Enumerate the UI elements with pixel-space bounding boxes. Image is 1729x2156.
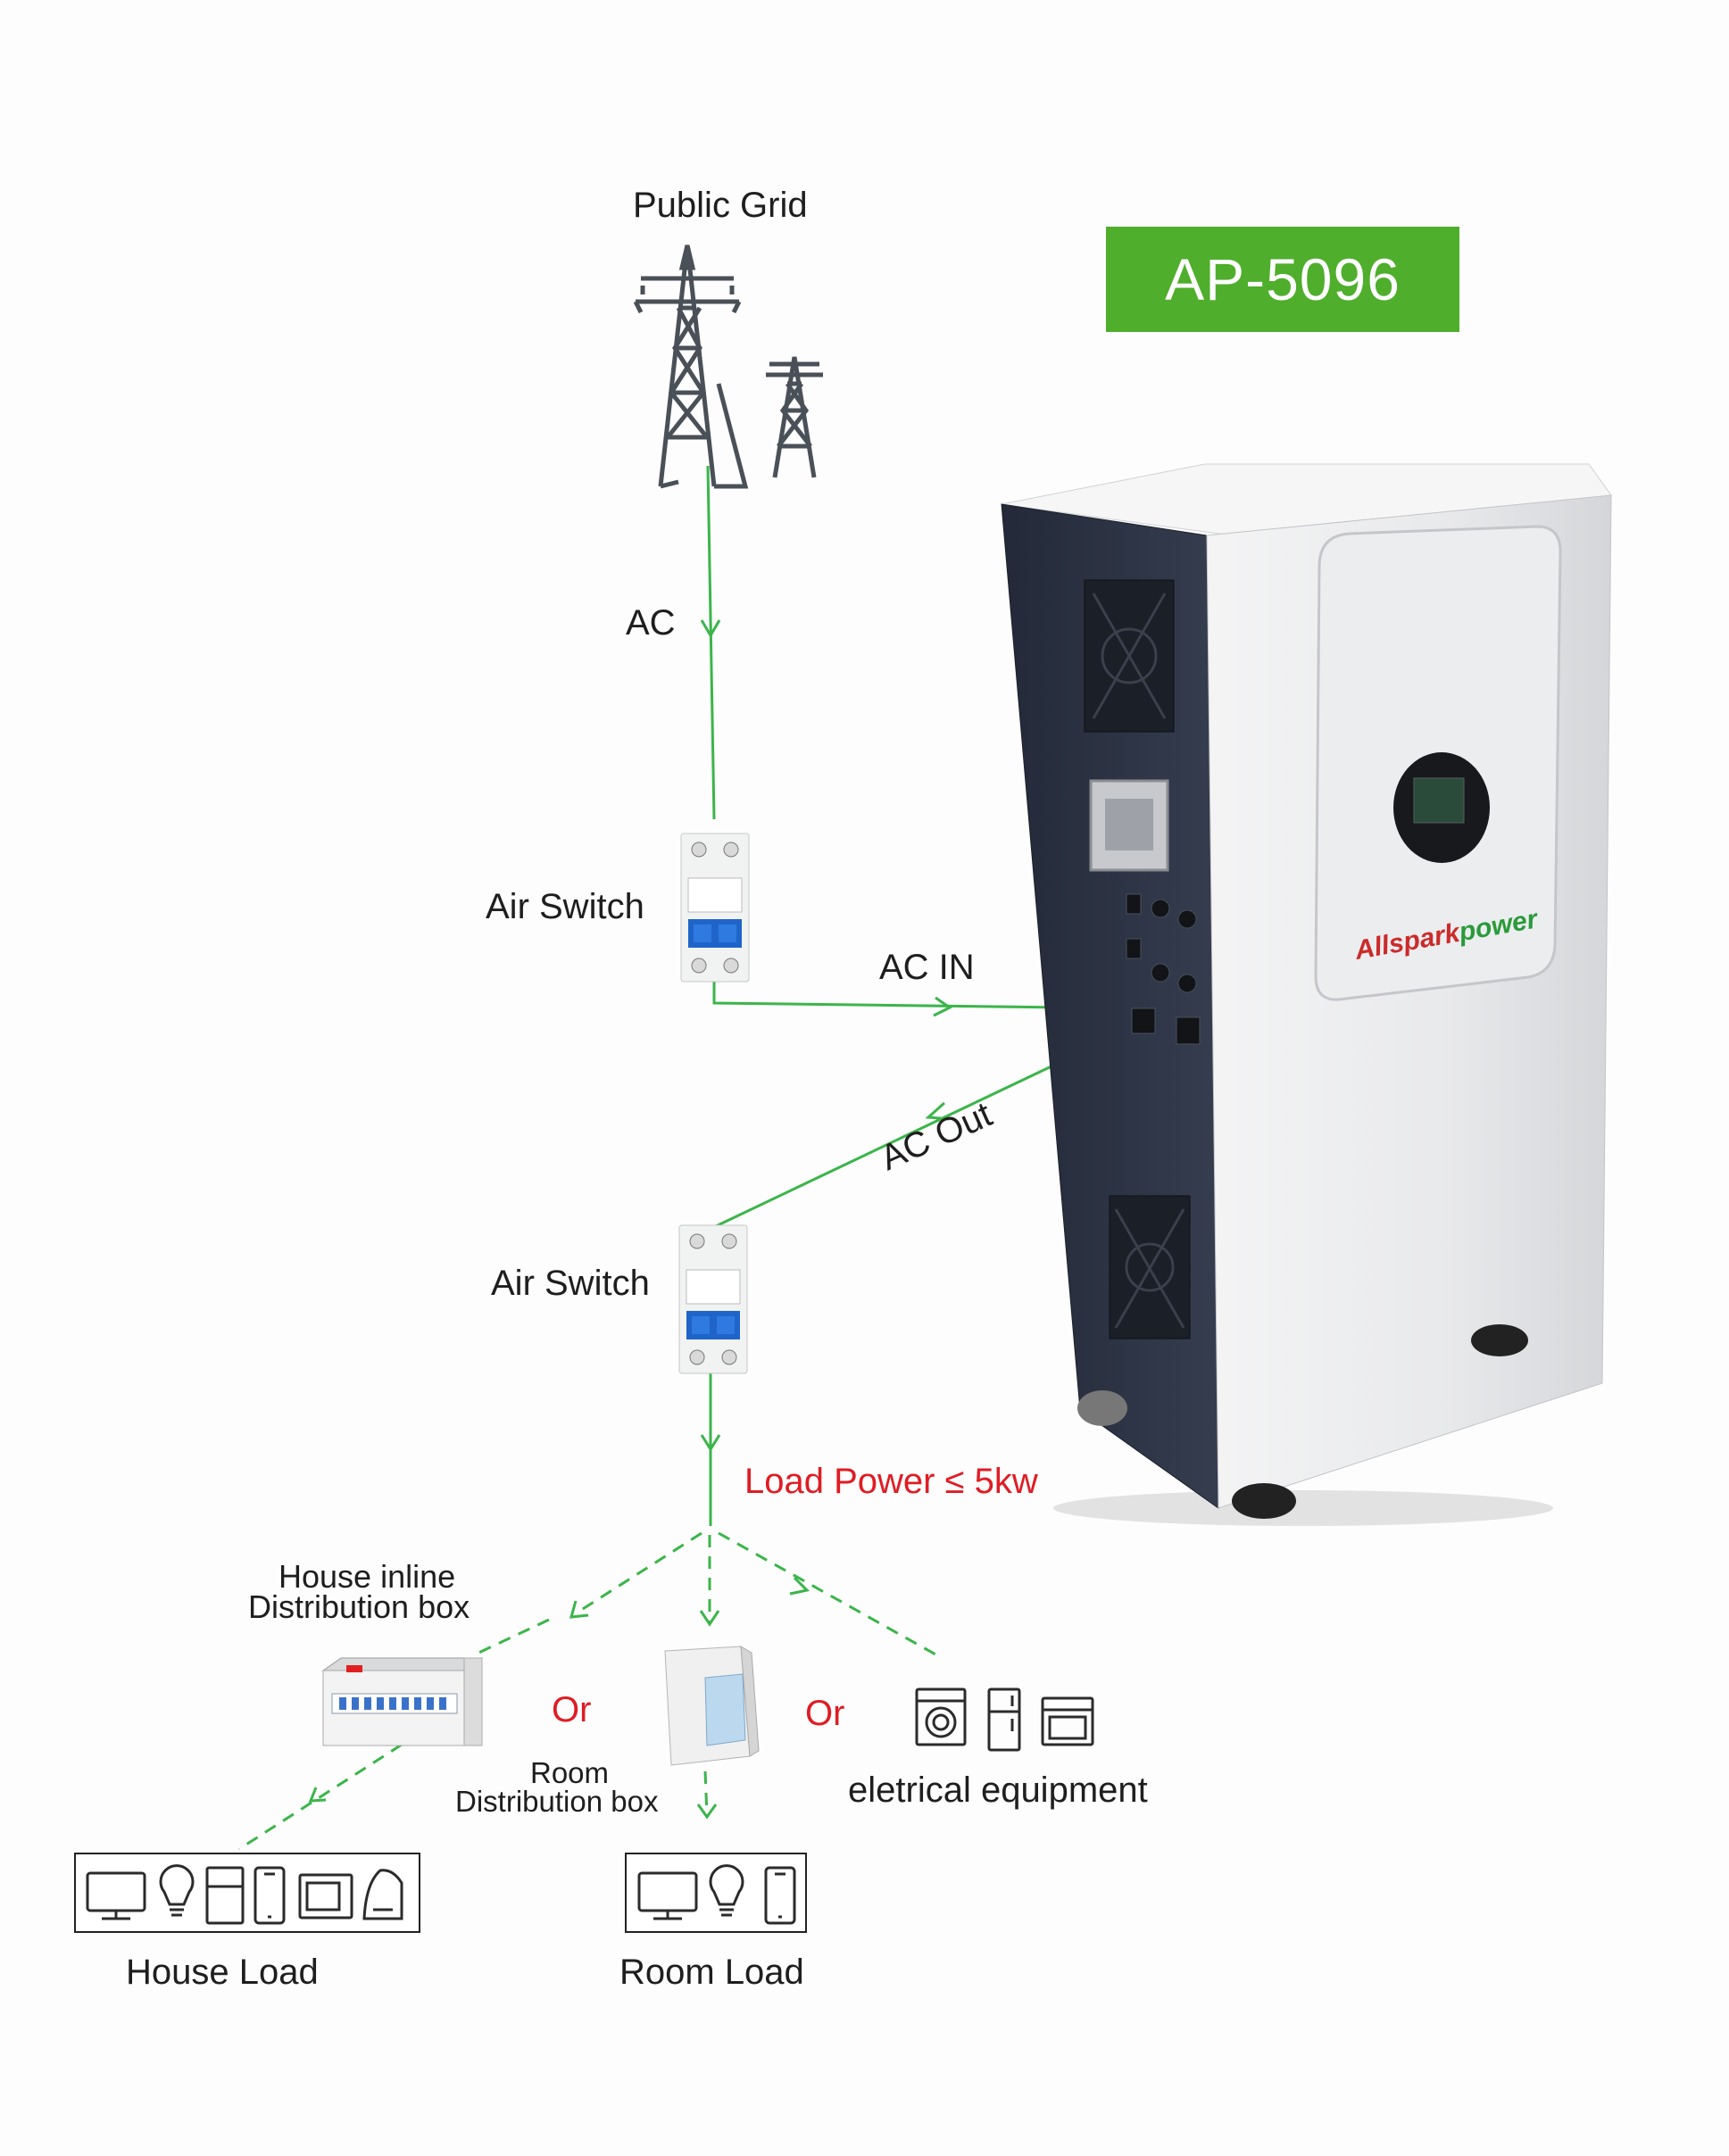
room-load-label: Room Load bbox=[619, 1953, 804, 1992]
air-switch-bottom-icon bbox=[678, 1224, 748, 1374]
public-grid-label: Public Grid bbox=[633, 186, 808, 225]
washing-machine-icon bbox=[915, 1687, 967, 1746]
house-load-box bbox=[74, 1853, 420, 1933]
phone-icon bbox=[764, 1866, 796, 1925]
microwave-icon bbox=[298, 1873, 353, 1920]
ac-in-label: AC IN bbox=[879, 948, 975, 987]
iron-icon bbox=[362, 1869, 403, 1920]
monitor-icon bbox=[86, 1871, 146, 1920]
room-distribution-box-icon bbox=[664, 1646, 760, 1766]
fridge-icon bbox=[987, 1687, 1021, 1752]
room-load-box bbox=[625, 1853, 807, 1933]
electrical-equipment-label: eletrical equipment bbox=[848, 1770, 1148, 1810]
room-distribution-label-line1: Room bbox=[530, 1756, 610, 1789]
bulb-icon bbox=[159, 1864, 195, 1917]
house-distribution-box-icon bbox=[321, 1657, 484, 1746]
ac-label: AC bbox=[626, 603, 676, 643]
transmission-tower-icon bbox=[633, 245, 823, 489]
phone-icon bbox=[254, 1866, 286, 1925]
bulb-icon bbox=[709, 1864, 744, 1917]
monitor-icon bbox=[637, 1871, 698, 1920]
oven-icon bbox=[1041, 1696, 1094, 1746]
or-right-label: Or bbox=[805, 1694, 845, 1733]
or-left-label: Or bbox=[552, 1690, 592, 1729]
ac-connector-line bbox=[700, 465, 721, 820]
house-inline-label-line1: House inline bbox=[278, 1558, 456, 1595]
air-switch-top-label: Air Switch bbox=[486, 887, 644, 926]
air-switch-top-icon bbox=[680, 833, 750, 983]
equipment-icons bbox=[915, 1687, 1094, 1752]
house-load-label: House Load bbox=[126, 1953, 319, 1992]
branch-lines bbox=[238, 1531, 938, 1851]
model-badge: AP-5096 bbox=[1106, 227, 1459, 332]
fridge-icon bbox=[205, 1866, 245, 1925]
battery-cabinet-image: Allsparkpower bbox=[1001, 463, 1612, 1526]
load-power-label: Load Power ≤ 5kw bbox=[744, 1462, 1038, 1501]
room-distribution-label-line2: Distribution box bbox=[455, 1785, 659, 1818]
air-switch-bottom-label: Air Switch bbox=[491, 1264, 650, 1303]
house-inline-label-line2: Distribution box bbox=[248, 1588, 470, 1625]
